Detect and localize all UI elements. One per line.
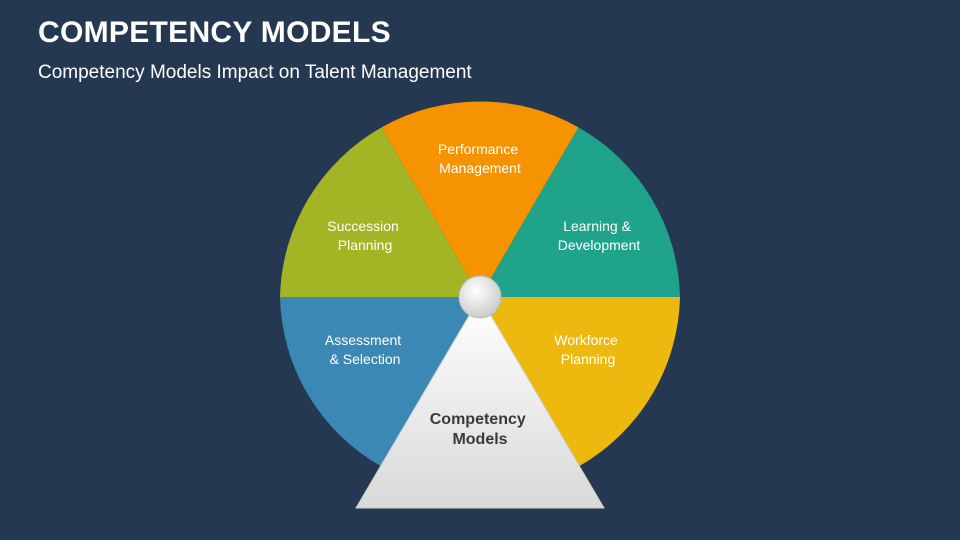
segment-assessment-selection	[280, 297, 480, 467]
label-succession-planning: Succession Planning	[327, 218, 402, 253]
label-performance-management: Performance Management	[438, 141, 522, 176]
segment-succession-planning	[280, 127, 480, 298]
label-assessment-selection: Assessment & Selection	[325, 332, 405, 367]
page-subtitle: Competency Models Impact on Talent Manag…	[38, 62, 472, 83]
segment-performance-management	[381, 101, 579, 298]
segment-learning-development	[480, 127, 680, 298]
center-hub	[458, 275, 502, 319]
page-title: COMPETENCY MODELS	[38, 16, 391, 49]
label-competency-models: Competency Models	[430, 411, 530, 448]
label-learning-development: Learning & Development	[558, 218, 641, 253]
label-workforce-planning: Workforce Planning	[554, 332, 621, 367]
center-triangle	[355, 296, 605, 509]
segment-workforce-planning	[480, 297, 680, 467]
